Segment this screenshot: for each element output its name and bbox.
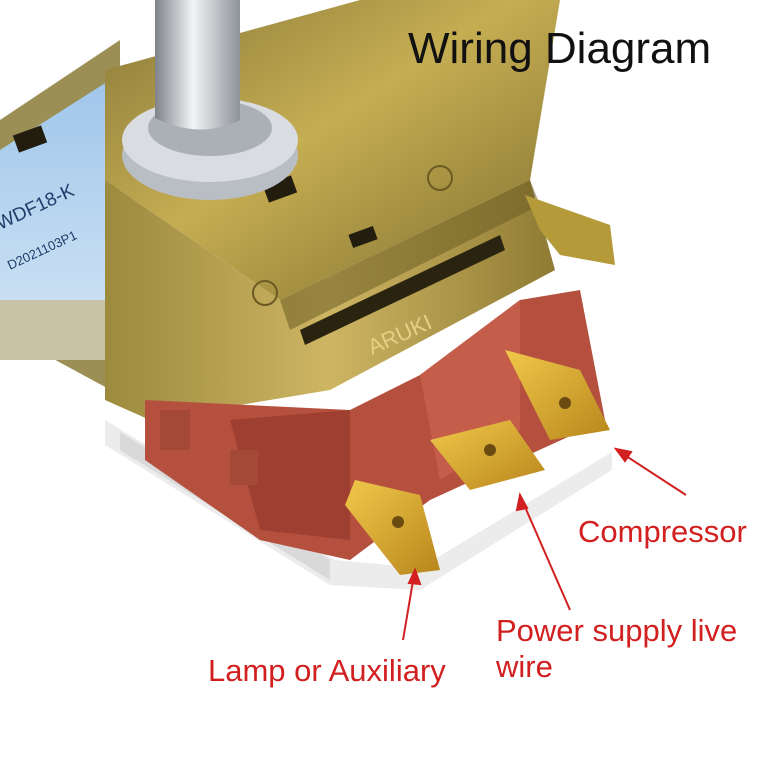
terminal-lamp [345, 480, 440, 575]
power-supply-label: Power supply live wire [496, 613, 738, 684]
diagram-title: Wiring Diagram [408, 24, 712, 73]
compressor-label: Compressor [578, 514, 747, 549]
control-shaft [155, 0, 240, 130]
lamp-label: Lamp or Auxiliary [208, 653, 446, 688]
right-mounting-tab [525, 195, 615, 265]
terminal-compressor [505, 350, 610, 440]
white-base [105, 420, 612, 590]
